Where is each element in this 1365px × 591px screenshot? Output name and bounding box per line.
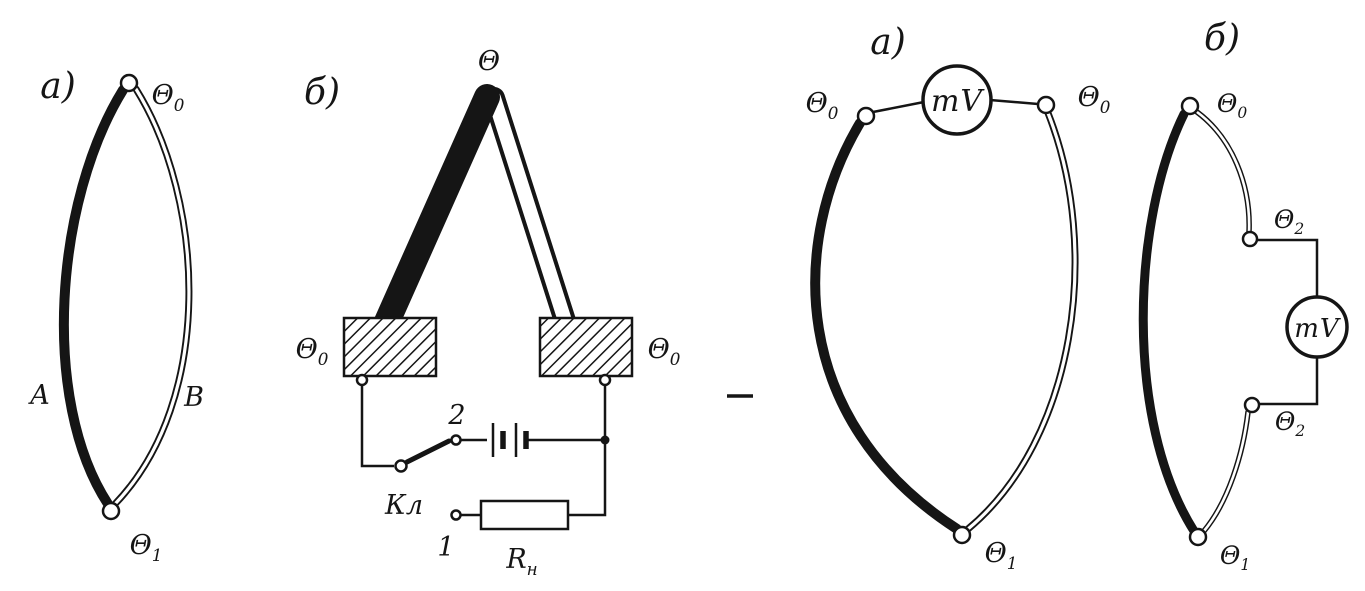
right-leg-fill	[487, 91, 573, 331]
cold-block-left	[342, 316, 438, 378]
theta-symbol: Θ	[648, 334, 670, 365]
contact-2-label: 2	[447, 400, 465, 431]
panel-label: б)	[304, 72, 340, 113]
junction-top-label: Θ0	[1217, 89, 1248, 122]
resistor-subscript: н	[527, 559, 538, 579]
theta-symbol: Θ	[130, 530, 152, 561]
electrode-b-arc-inner	[113, 87, 191, 506]
panel-label: а)	[870, 22, 906, 63]
theta-symbol: Θ	[296, 334, 318, 365]
electrode-lower-right-arc-outline	[1201, 409, 1251, 534]
theta-symbol: Θ	[1275, 407, 1296, 436]
left-leg	[373, 84, 500, 337]
figure-thermocouple-meter-top-a: а) mV Θ0 Θ0 Θ1	[806, 22, 1111, 573]
figure-thermocouple-circuit-b: б) Θ Θ0 Θ0 2 Кл 1 Rн	[296, 46, 681, 579]
theta-symbol: Θ	[1220, 541, 1241, 570]
wire-upper-to-meter	[1256, 238, 1319, 297]
junction-right-node	[1036, 95, 1056, 115]
junction-bottom-node	[1188, 527, 1208, 547]
terminal-right-node	[598, 373, 612, 387]
theta-symbol: Θ	[152, 80, 174, 111]
theta-symbol: Θ	[1078, 82, 1100, 113]
theta-symbol: Θ	[806, 88, 828, 119]
switch-lever	[404, 438, 452, 465]
junction-bottom-node	[101, 501, 121, 521]
wire-right-branch	[568, 380, 607, 517]
theta-subscript: 1	[1240, 556, 1250, 574]
hot-junction-label: Θ	[478, 46, 500, 77]
junction-top-label: Θ0	[152, 80, 185, 115]
panel-label: а)	[40, 66, 76, 107]
wire-meter-to-lower	[1259, 357, 1319, 406]
figure-thermocouple-meter-break-b: б) mV Θ0 Θ2 Θ2 Θ1	[1138, 18, 1349, 574]
millivoltmeter-label: mV	[931, 84, 985, 119]
cold-block-right-label: Θ0	[648, 334, 681, 369]
resistor-label: Rн	[505, 544, 537, 579]
cold-block-right	[538, 316, 634, 378]
millivoltmeter	[921, 64, 993, 136]
switch-label: Кл	[384, 490, 423, 521]
wire-left-to-meter	[872, 100, 925, 114]
resistor-symbol: R	[505, 544, 526, 575]
junction-bottom-label: Θ1	[1220, 541, 1250, 574]
electrode-lower-right-arc-inner	[1202, 410, 1250, 533]
junction-upper-mid-node	[1241, 230, 1259, 248]
electrode-a-label: A	[27, 380, 50, 411]
wire-junction-dot	[600, 435, 610, 445]
electrode-left-arc	[810, 118, 962, 534]
electrode-b-label: B	[183, 382, 204, 413]
theta-subscript: 0	[1100, 97, 1111, 117]
contact-1-node	[450, 509, 462, 521]
theta-symbol: Θ	[1274, 205, 1295, 234]
junction-right-label: Θ0	[1078, 82, 1111, 117]
theta-subscript: 0	[828, 103, 839, 123]
junction-bottom-label: Θ1	[985, 538, 1018, 573]
theta-subscript: 0	[174, 95, 185, 115]
junction-top-node	[119, 73, 139, 93]
theta-subscript: 2	[1293, 220, 1304, 238]
switch-pivot-node	[394, 459, 408, 473]
theta-subscript: 0	[670, 349, 681, 369]
junction-left-node	[856, 106, 876, 126]
junction-upper-mid-label: Θ2	[1274, 205, 1304, 238]
cold-block-left-label: Θ0	[296, 334, 329, 369]
electrode-right-arc-inner	[966, 111, 1077, 531]
theta-subscript: 2	[1294, 422, 1305, 440]
theta-subscript: 1	[1007, 553, 1018, 573]
junction-top-node	[1180, 96, 1200, 116]
wire-meter-to-right	[989, 98, 1039, 106]
electrode-b-arc-outline	[111, 85, 193, 508]
junction-bottom-node	[952, 525, 972, 545]
electrode-left-arc	[1138, 109, 1199, 536]
contact-1-label: 1	[437, 532, 454, 563]
theta-symbol: Θ	[985, 538, 1007, 569]
theta-subscript: 0	[1237, 104, 1247, 122]
millivoltmeter	[1285, 295, 1349, 359]
theta-subscript: 0	[318, 349, 329, 369]
theta-symbol: Θ	[1217, 89, 1238, 118]
junction-bottom-label: Θ1	[130, 530, 163, 565]
wire-left-branch	[360, 378, 394, 468]
figure-thermoelement-a: а) Θ0 Θ1 A B	[27, 66, 204, 565]
electrode-a-arc	[58, 85, 128, 509]
contact-2-node	[450, 434, 462, 446]
panel-label: б)	[1204, 18, 1240, 59]
theta-symbol: Θ	[478, 46, 500, 77]
load-resistor	[479, 499, 570, 531]
junction-lower-mid-node	[1243, 396, 1261, 414]
electrode-upper-right-arc-inner	[1195, 110, 1251, 234]
terminal-left-node	[355, 373, 369, 387]
theta-subscript: 1	[152, 545, 163, 565]
junction-lower-mid-label: Θ2	[1275, 407, 1305, 440]
millivoltmeter-label: mV	[1294, 314, 1341, 344]
junction-left-label: Θ0	[806, 88, 839, 123]
